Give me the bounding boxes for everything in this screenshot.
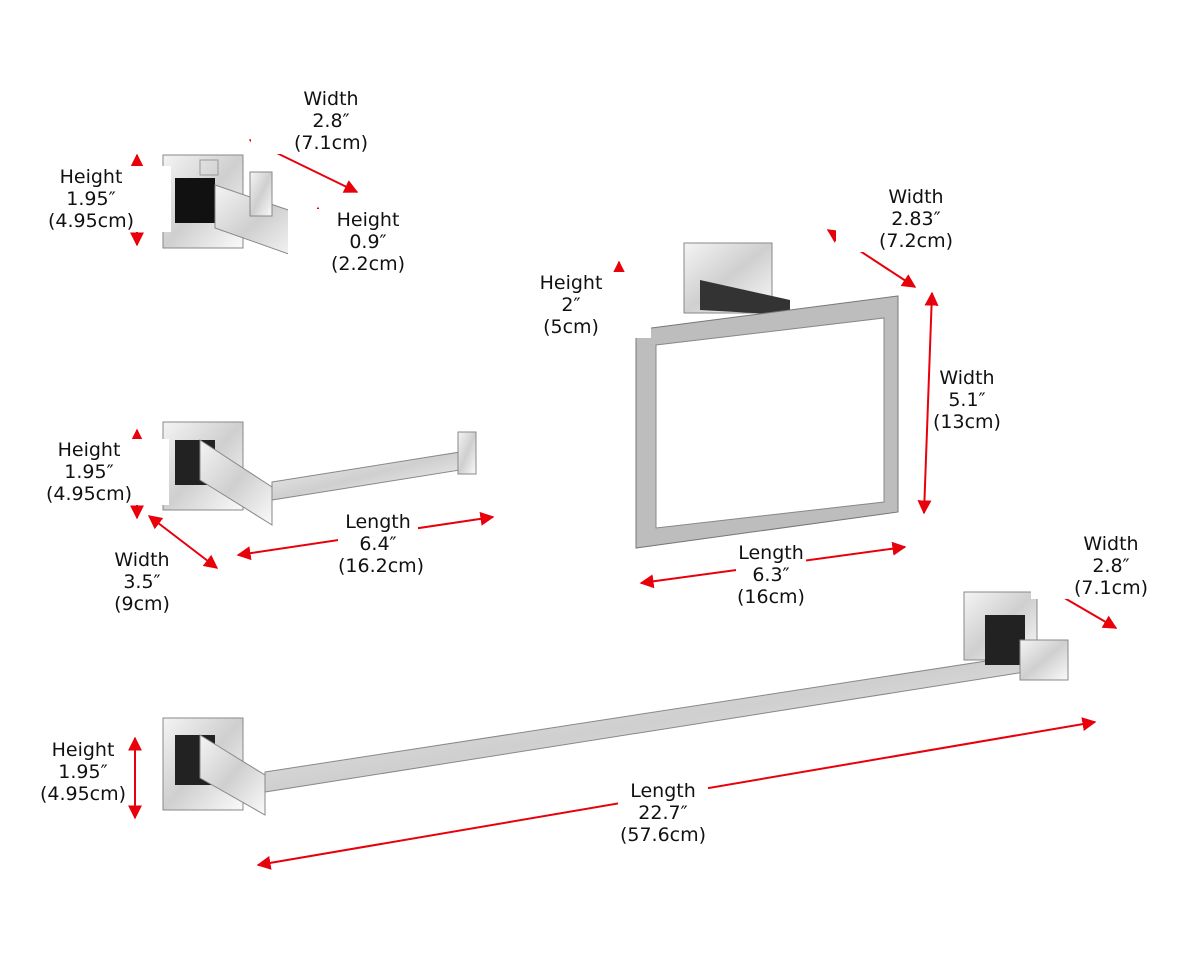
- towel-bar-drawing: [162, 591, 1069, 816]
- robe-hook-drawing: [162, 154, 301, 259]
- paper-holder-drawing: [162, 421, 477, 526]
- paper-width-arrow: [147, 515, 219, 569]
- ring-width-arrow: [917, 291, 939, 515]
- towel-ring-drawing: [635, 242, 899, 549]
